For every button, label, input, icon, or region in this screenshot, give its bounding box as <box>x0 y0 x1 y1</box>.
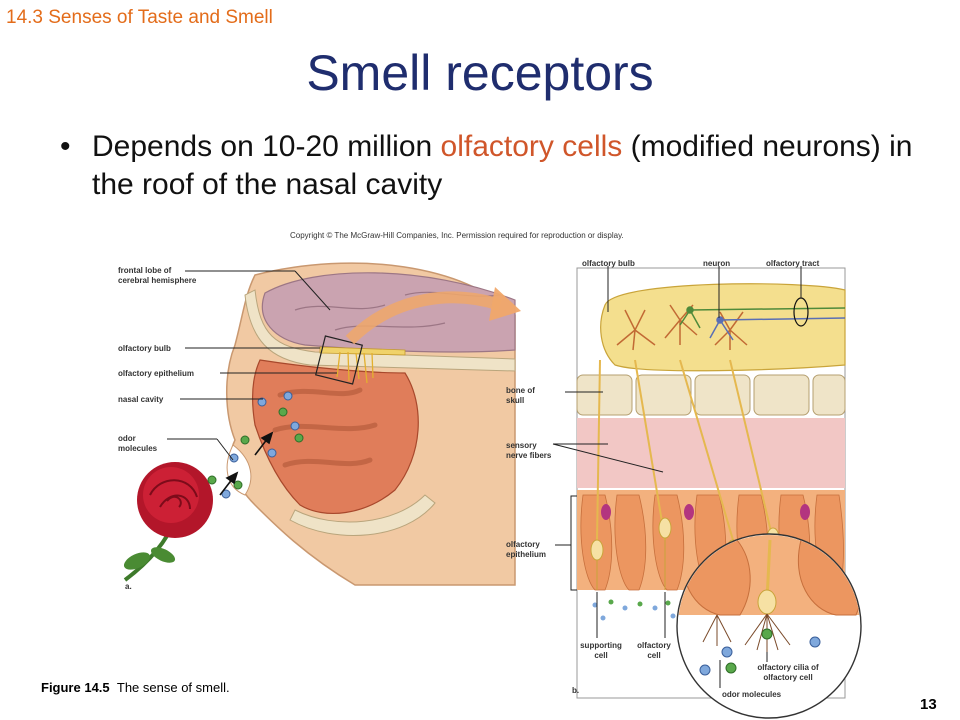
label-sensory-line1: sensory <box>506 441 537 450</box>
panel-b-letter: b. <box>572 686 580 695</box>
label-sensory-line2: nerve fibers <box>506 451 552 460</box>
label-supporting-line2: cell <box>594 651 608 660</box>
panel-b-illustration <box>552 266 862 719</box>
slide-title: Smell receptors <box>306 45 654 101</box>
label-frontal-lobe-line2: cerebral hemisphere <box>118 276 197 285</box>
label-bone-of-skull: bone of skull <box>506 386 535 406</box>
label-odor-line1: odor <box>118 434 136 443</box>
figure-caption-label: Figure 14.5 <box>41 680 110 695</box>
label-frontal-lobe-line1: frontal lobe of <box>118 266 172 275</box>
label-olfactory-epithelium-b: olfactory epithelium <box>506 540 546 560</box>
panel-a-letter: a. <box>125 582 132 591</box>
label-olfactory-cell-line1: olfactory <box>637 641 671 650</box>
label-bone-line2: skull <box>506 396 525 405</box>
connective-tissue <box>577 418 845 488</box>
label-epithelium-line2: epithelium <box>506 550 547 559</box>
bullet-highlight: olfactory cells <box>440 130 623 163</box>
bullet-dot: • <box>60 130 71 163</box>
label-frontal-lobe: frontal lobe of cerebral hemisphere <box>118 266 196 286</box>
rose-illustration <box>123 462 213 582</box>
bullet-text-part1: Depends on 10-20 million <box>92 130 441 163</box>
label-neuron: neuron <box>703 259 731 268</box>
panel-a-illustration <box>123 262 521 586</box>
label-sensory-nerve-fibers: sensory nerve fibers <box>506 441 551 461</box>
label-cilia-line1: olfactory cilia of <box>757 663 819 672</box>
label-olfactory-bulb-b: olfactory bulb <box>582 259 635 268</box>
olfactory-bulb-b <box>600 283 846 372</box>
skull-bone-b <box>576 374 846 416</box>
label-olfactory-cell: olfactory cell <box>632 641 676 661</box>
bullet-text-part2: (modified neurons) in the roof of the na… <box>92 130 913 201</box>
label-olfactory-cell-line2: cell <box>647 651 661 660</box>
label-supporting-cell: supporting cell <box>577 641 625 661</box>
label-supporting-line1: supporting <box>580 641 622 650</box>
label-olfactory-epithelium-a: olfactory epithelium <box>118 369 195 378</box>
label-olfactory-tract: olfactory tract <box>766 259 820 268</box>
odor-molecules-b-small <box>592 599 676 621</box>
label-epithelium-line1: olfactory <box>506 540 540 549</box>
bullet-text: Depends on 10-20 million olfactory cells… <box>92 128 952 204</box>
zoom-box <box>314 335 364 385</box>
figure-caption-text: The sense of smell. <box>116 680 230 695</box>
zoom-arrow <box>489 287 521 321</box>
figure-caption: Figure 14.5 The sense of smell. <box>41 680 230 695</box>
label-odor-molecules-a: odor molecules <box>118 434 157 454</box>
label-olfactory-cilia: olfactory cilia of olfactory cell <box>748 663 828 683</box>
section-heading: 14.3 Senses of Taste and Smell <box>6 7 273 28</box>
label-olfactory-bulb-a: olfactory bulb <box>118 344 171 353</box>
label-bone-line1: bone of <box>506 386 535 395</box>
page-number: 13 <box>920 696 937 713</box>
label-nasal-cavity: nasal cavity <box>118 395 164 404</box>
label-cilia-line2: olfactory cell <box>763 673 813 682</box>
odor-molecules-a <box>207 391 304 499</box>
olfactory-bulb-a <box>319 346 406 356</box>
label-odor-line2: molecules <box>118 444 158 453</box>
copyright-notice: Copyright © The McGraw-Hill Companies, I… <box>290 231 624 240</box>
label-odor-molecules-b: odor molecules <box>722 690 782 699</box>
